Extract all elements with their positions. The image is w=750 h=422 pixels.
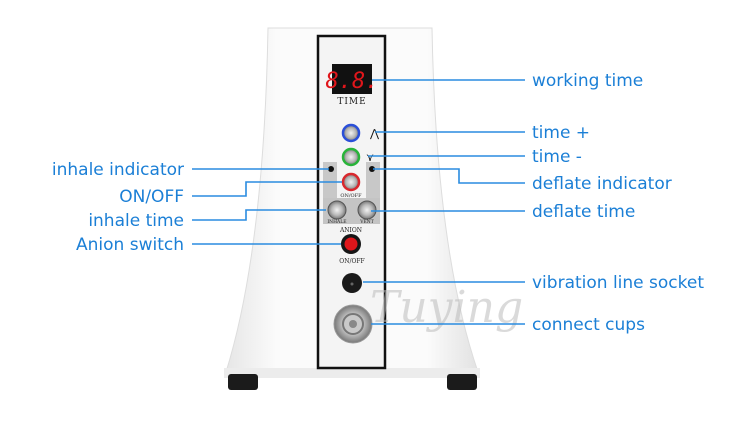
anion-switch[interactable] <box>344 237 358 251</box>
label-deflate-indicator: deflate indicator <box>532 174 672 194</box>
label-onoff: ON/OFF <box>119 187 184 207</box>
leader-deflate-indicator <box>373 168 525 184</box>
label-time-minus: time - <box>532 147 582 167</box>
label-anion-switch: Anion switch <box>76 235 184 255</box>
label-working-time: working time <box>532 71 643 91</box>
cup-connector-hole <box>349 320 357 328</box>
left-foot <box>228 374 258 390</box>
led-display <box>332 64 372 94</box>
deflate-time-knob[interactable] <box>357 200 377 220</box>
label-vibration-socket: vibration line socket <box>532 273 704 293</box>
label-deflate-time: deflate time <box>532 202 635 222</box>
anion-label: ANION <box>339 227 362 234</box>
deflate-indicator-light <box>369 166 375 172</box>
right-foot <box>447 374 477 390</box>
leader-onoff <box>192 181 342 197</box>
time-down-button[interactable] <box>341 147 361 167</box>
label-time-plus: time + <box>532 123 590 143</box>
down-arrow-icon: ⋎ <box>366 151 374 164</box>
leader-inhale-time <box>192 209 326 221</box>
vent-knob-label: VENT <box>359 219 373 225</box>
anion-onoff-label: ON/OFF <box>339 258 364 265</box>
machine-base <box>224 368 480 378</box>
inhale-indicator-light <box>328 166 334 172</box>
inhale-knob-label: INHALE <box>327 219 346 225</box>
up-arrow-icon: ⋀ <box>369 127 380 140</box>
inhale-time-knob[interactable] <box>327 200 347 220</box>
led-digits: 8.8. <box>326 69 379 94</box>
watermark: Tuying <box>370 282 523 333</box>
label-inhale-time: inhale time <box>88 211 184 231</box>
time-label: TIME <box>337 97 366 107</box>
onoff-label: ON/OFF <box>340 193 362 199</box>
socket-pin <box>350 282 354 286</box>
power-button[interactable] <box>341 172 361 192</box>
label-inhale-indicator: inhale indicator <box>52 160 184 180</box>
time-up-button[interactable] <box>341 123 361 143</box>
label-connect-cups: connect cups <box>532 315 645 335</box>
